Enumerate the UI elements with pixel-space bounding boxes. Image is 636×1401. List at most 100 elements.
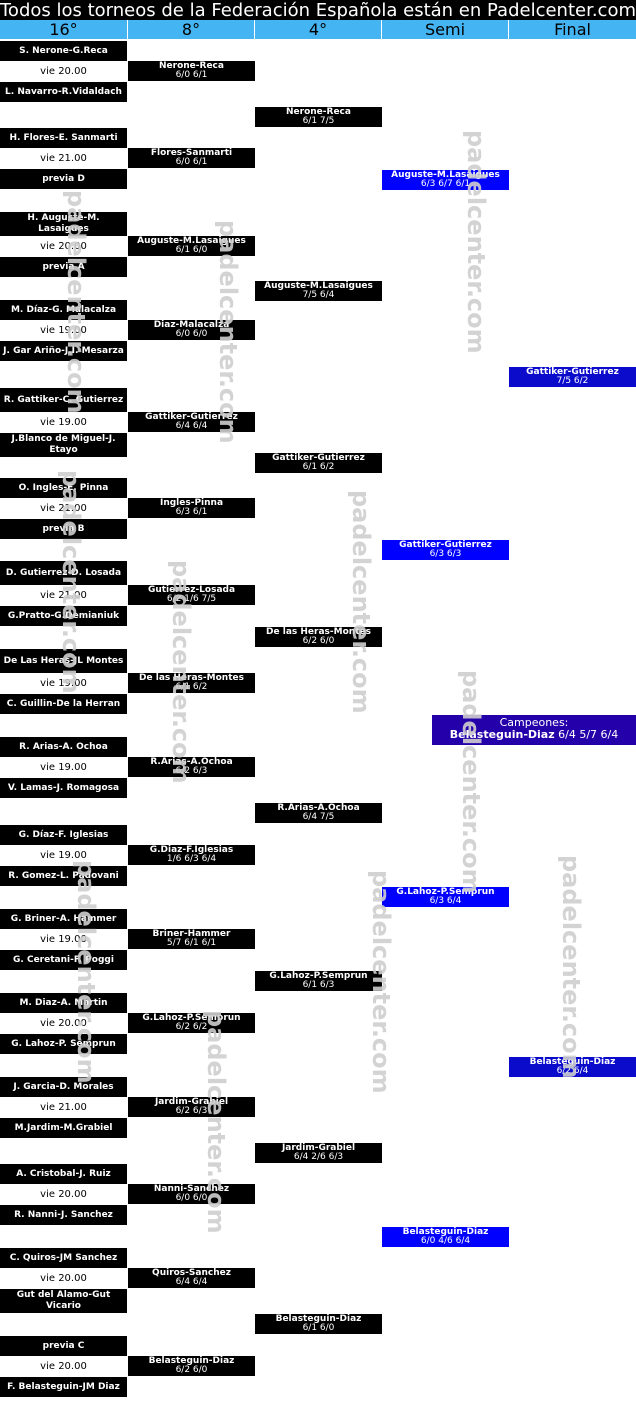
result-score: 6/2 6/4 <box>556 1066 589 1076</box>
match-time: vie 20.00 <box>40 1273 87 1284</box>
match-time: vie 19.00 <box>40 934 87 945</box>
match-time: vie 19.00 <box>40 325 87 336</box>
result-score: 6/4 6/4 <box>175 1277 208 1287</box>
match-time: vie 21.00 <box>40 1102 87 1113</box>
round16-match: H. Auguste-M. Lasaigues vie 20.00 previa A <box>0 212 127 277</box>
team-one: previa C <box>0 1336 127 1356</box>
watermark: padelcenter.com <box>462 130 490 354</box>
result-name: Briner-Hammer <box>152 929 231 939</box>
match-time: vie 19.00 <box>40 762 87 773</box>
result-score: 6/0 6/0 <box>175 1193 208 1203</box>
page-title: Todos los torneos de la Federación Españ… <box>0 0 636 21</box>
team-two: J.Blanco de Miguel-J. Etayo <box>0 433 127 457</box>
result-score: 6/2 6/3 <box>175 766 208 776</box>
match-time: vie 20.00 <box>40 241 87 252</box>
team-two: M.Jardim-M.Grabiel <box>0 1118 127 1138</box>
result-score: 6/2 6/0 <box>302 636 335 646</box>
champion-label: Campeones: <box>499 716 569 729</box>
team-one: G. Díaz-F. Iglesias <box>0 825 127 845</box>
result-score: 6/1 6/0 <box>175 245 208 255</box>
result-score: 6/3 6/4 <box>429 896 462 906</box>
team-two: G.Pratto-G.Demianiuk <box>0 606 127 626</box>
result-score: 6/1 6/2 <box>302 462 335 472</box>
result-score: 6/2 6/3 <box>175 1106 208 1116</box>
team-two: previa A <box>0 257 127 277</box>
result-score: 6/0 6/1 <box>175 157 208 167</box>
result-name: Belasteguin-Diaz <box>148 1356 235 1366</box>
round16-match: R. Arias-A. Ochoa vie 19.00 V. Lamas-J. Ro… <box>0 737 127 798</box>
result-name: Auguste-M.Lasaigues <box>137 236 246 246</box>
result-score: 6/1 6/2 <box>175 682 208 692</box>
result-name: Belasteguin-Diaz <box>275 1314 362 1324</box>
result-name: Nerone-Reca <box>286 107 351 117</box>
match-time: vie 21.00 <box>40 590 87 601</box>
result-score: 6/0 4/6 6/4 <box>420 1236 471 1246</box>
result-name: G.Lahoz-P.Semprun <box>396 887 495 897</box>
header-round-4: 4° <box>255 20 381 39</box>
result-name: R.Arias-A.Ochoa <box>150 757 233 767</box>
team-one: G. Briner-A. Hammer <box>0 909 127 929</box>
team-one: H. Auguste-M. Lasaigues <box>0 212 127 236</box>
round16-match: O. Ingles-E. Pinna vie 21.00 previa B <box>0 478 127 539</box>
team-one: D. Gutierrez-D. Losada <box>0 561 127 585</box>
team-one: O. Ingles-E. Pinna <box>0 478 127 498</box>
result-name: Ingles-Pinna <box>159 498 224 508</box>
result-name: Diaz-Malacalza <box>153 320 230 330</box>
team-one: R. Arias-A. Ochoa <box>0 737 127 757</box>
team-one: R. Gattiker-C. Gutierrez <box>0 388 127 412</box>
result-score: 6/3 6/7 6/1 <box>420 179 471 189</box>
team-two: previa B <box>0 519 127 539</box>
team-one: J. Garcia-D. Morales <box>0 1077 127 1097</box>
result-score: 6/2 6/0 <box>175 1365 208 1375</box>
team-two: F. Belasteguin-JM Diaz <box>0 1377 127 1397</box>
result-name: Jardim-Grabiel <box>281 1143 356 1153</box>
result-name: Auguste-M.Lasaigues <box>391 170 500 180</box>
team-two: V. Lamas-J. Romagosa <box>0 778 127 798</box>
result-score: 6/3 6/3 <box>429 549 462 559</box>
match-time: vie 21.00 <box>40 153 87 164</box>
team-two: C. Guillin-De la Herran <box>0 694 127 714</box>
team-one: H. Flores-E. Sanmarti <box>0 128 127 148</box>
result-name: Flores-Sanmarti <box>150 148 233 158</box>
result-name: Gutierrez-Losada <box>147 585 236 595</box>
team-one: C. Quiros-JM Sanchez <box>0 1248 127 1268</box>
result-name: Gattiker-Gutierrez <box>145 412 238 422</box>
result-score: 6/0 6/1 <box>175 70 208 80</box>
result-score: 7/5 6/2 <box>556 376 589 386</box>
match-time: vie 21.00 <box>40 503 87 514</box>
result-name: G.Diaz-F.Iglesias <box>149 845 234 855</box>
team-one: S. Nerone-G.Reca <box>0 41 127 61</box>
team-one: M. Diaz-A. Martin <box>0 993 127 1013</box>
result-name: Belasteguin-Diaz <box>529 1057 616 1067</box>
result-score: 5/7 6/1 6/1 <box>166 938 217 948</box>
result-score: 6/2 1/6 7/5 <box>166 594 217 604</box>
result-score: 6/1 7/5 <box>302 116 335 126</box>
result-name: De las Heras-Montes <box>139 673 244 683</box>
champion-box: Campeones: Belasteguin-Diaz 6/4 5/7 6/4 <box>432 715 636 745</box>
